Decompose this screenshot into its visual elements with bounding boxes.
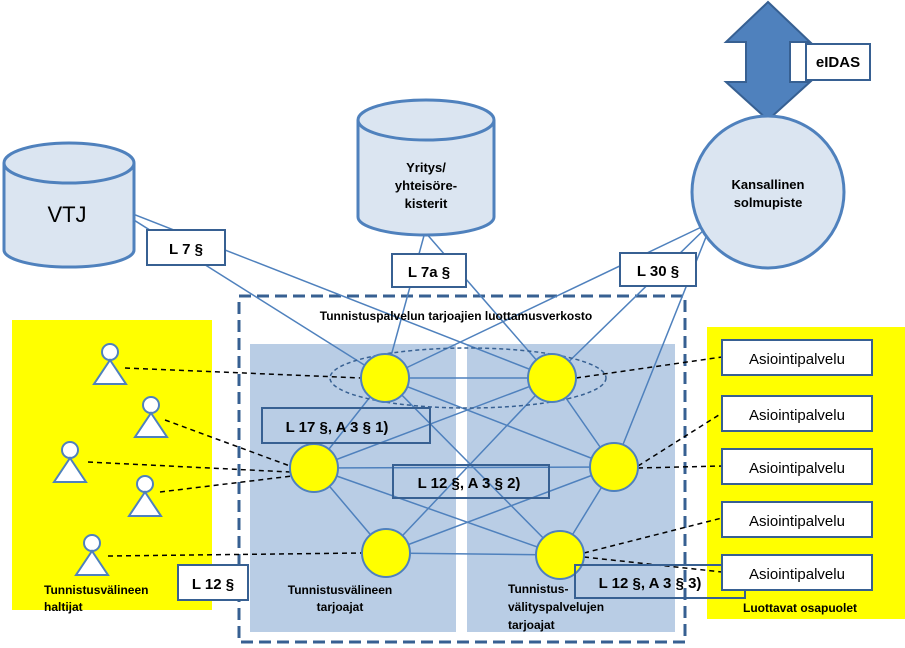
company-registry-label-2: yhteisöre- [395, 178, 457, 193]
trust-network-frame [237, 294, 687, 644]
law-label-l7: L 7 § [146, 229, 226, 266]
service-item: Asiointipalvelu [721, 339, 873, 376]
relying-parties-label: Luottavat osapuolet [743, 601, 857, 615]
node-mid-right [589, 442, 639, 492]
provider-right-caption-3: tarjoajat [508, 618, 555, 632]
provider-right-caption-2: välityspalvelujen [508, 600, 604, 614]
person-icon [133, 396, 169, 438]
service-item: Asiointipalvelu [721, 395, 873, 432]
vtj-database-icon: VTJ [2, 141, 136, 269]
law-label-l17: L 17 §, A 3 § 1) [261, 407, 431, 444]
trust-network-title: Tunnistuspalvelun tarjoajien luottamusve… [320, 309, 593, 323]
svg-text:L 7a §: L 7a § [408, 264, 450, 281]
eidas-box [805, 43, 871, 81]
svg-text:Asiointipalvelu: Asiointipalvelu [749, 407, 845, 424]
node-top-left [360, 353, 410, 403]
provider-right-caption-1: Tunnistus- [508, 582, 568, 596]
provider-left-caption-2: tarjoajat [317, 600, 364, 614]
node-mid-left [289, 443, 339, 493]
provider-left-caption-1: Tunnistusvälineen [288, 583, 392, 597]
svg-text:L 30 §: L 30 § [637, 263, 679, 280]
company-registry-database-icon: Yritys/ yhteisöre- kisterit [356, 98, 496, 237]
national-node-label-2: solmupiste [734, 195, 803, 210]
law-label-l12a: L 12 §, A 3 § 2) [392, 464, 550, 499]
person-icon [52, 441, 88, 483]
node-bottom-left [361, 528, 411, 578]
law-label-l30: L 30 § [619, 252, 697, 287]
person-icon [74, 534, 110, 576]
law-label-l12b: L 12 § [177, 564, 249, 601]
company-registry-label-1: Yritys/ [406, 160, 446, 175]
service-links [575, 356, 723, 573]
top-nodes-ellipse [329, 347, 607, 409]
person-icon [127, 475, 163, 517]
national-node-circle [690, 114, 846, 270]
holders-label-1: Tunnistusvälineen [44, 583, 148, 597]
service-item: Asiointipalvelu [721, 501, 873, 538]
svg-text:L 17 §, A 3 § 1): L 17 §, A 3 § 1) [286, 419, 389, 436]
svg-text:Asiointipalvelu: Asiointipalvelu [749, 513, 845, 530]
vtj-label: VTJ [47, 202, 86, 227]
svg-text:L 12 §, A 3 § 2): L 12 §, A 3 § 2) [418, 475, 521, 492]
service-item: Asiointipalvelu [721, 448, 873, 485]
svg-text:L 7 §: L 7 § [169, 241, 203, 258]
node-bottom-right [535, 530, 585, 580]
eidas-label: eIDAS [816, 54, 860, 71]
svg-text:L 12 §: L 12 § [192, 576, 234, 593]
svg-text:Asiointipalvelu: Asiointipalvelu [749, 351, 845, 368]
company-registry-label-3: kisterit [405, 196, 448, 211]
svg-text:L 12 §, A 3 § 3): L 12 §, A 3 § 3) [599, 575, 702, 592]
law-label-l7a: L 7a § [391, 253, 467, 288]
svg-text:Asiointipalvelu: Asiointipalvelu [749, 566, 845, 583]
holders-label-2: haltijat [44, 600, 83, 614]
person-icon [92, 343, 128, 385]
svg-text:Asiointipalvelu: Asiointipalvelu [749, 460, 845, 477]
node-top-right [527, 353, 577, 403]
eidas-double-arrow [723, 0, 813, 122]
holder-person-icons [52, 343, 169, 576]
provider-nodes [289, 353, 639, 580]
national-node-label-1: Kansallinen [732, 177, 805, 192]
service-item: Asiointipalvelu [721, 554, 873, 591]
holder-links [87, 367, 363, 557]
